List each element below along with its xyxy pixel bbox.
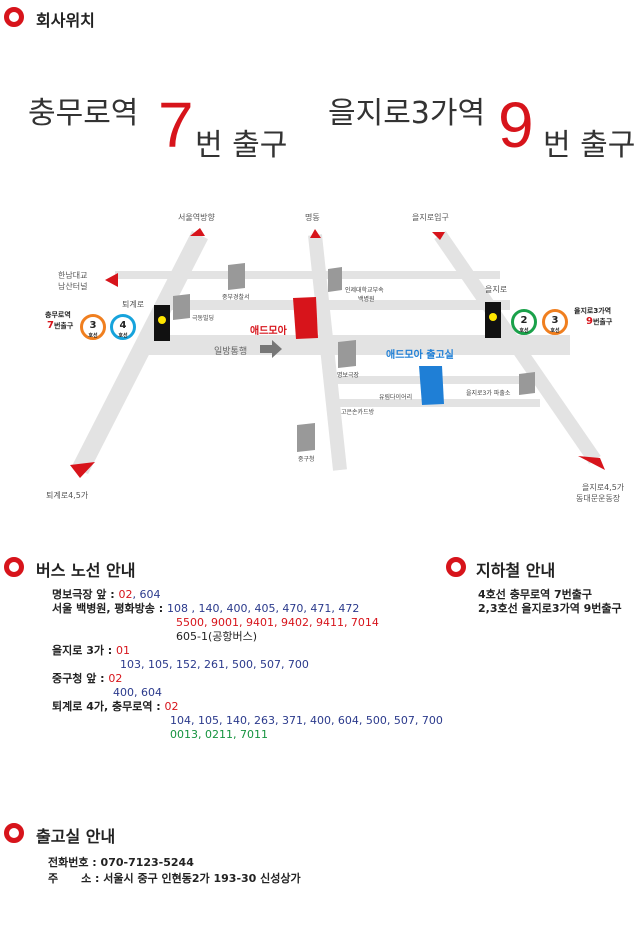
subway-line: 2,3호선 을지로3가역 9번출구 [478, 602, 622, 615]
label-hannam: 한남대교 [58, 271, 88, 280]
label-euljiro: 을지로 [485, 285, 508, 294]
label-toegyero45: 퇴계로4,5가 [46, 491, 89, 500]
map-roads [70, 228, 605, 478]
label-police-box: 을지로3가 파출소 [466, 390, 511, 397]
label-euljiro3-exit: 9번출구 [586, 316, 613, 327]
label-kukdong: 극동빌딩 [192, 315, 215, 322]
section-bullet-icon [4, 823, 24, 843]
building-icons [173, 263, 535, 452]
label-hospital: 인제대학교부속 [345, 287, 384, 294]
one-way-arrow-icon [260, 340, 282, 358]
bus-routes: 명보극장 앞 : 02, 604 서울 백병원, 평화방송 : 108 , 14… [52, 588, 443, 741]
station1-exit-label: 번 출구 [195, 128, 288, 163]
label-euljiro3: 을지로3가역 [574, 307, 612, 315]
label-myeongbo: 명보극장 [337, 372, 360, 379]
station2-exit-number: 9 [498, 89, 534, 161]
label-yurim: 유림다이어리 [379, 394, 413, 401]
station2-name: 을지로3가역 [328, 96, 486, 131]
label-hospital2: 백병원 [358, 296, 375, 303]
label-toegyero: 퇴계로 [122, 300, 145, 309]
bus-row: 서울 백병원, 평화방송 : 108 , 140, 400, 405, 470,… [52, 602, 360, 615]
label-admore-office: 애드모아 출고실 [386, 350, 454, 361]
office-address: 주 소 : 서울시 중구 인현동2가 193-30 신성상가 [48, 872, 301, 885]
bus-row: 중구청 앞 : 02 [52, 672, 123, 685]
subway-line: 4호선 충무로역 7번출구 [478, 588, 593, 601]
bus-row: 퇴계로 4가, 충무로역 : 02 [52, 700, 179, 713]
section-title-office: 출고실 안내 [36, 827, 116, 846]
bus-row: 을지로 3가 : 01 [52, 644, 131, 657]
section-title-bus: 버스 노선 안내 [36, 561, 136, 580]
label-chungmuro: 충무로역 [45, 311, 71, 319]
label-junggu: 중구청 [298, 456, 315, 463]
section-bullet-icon [4, 7, 24, 27]
label-chungmuro-exit: 7번출구 [47, 320, 74, 331]
section-title-subway: 지하철 안내 [476, 561, 556, 580]
label-seoul-station: 서울역방향 [178, 213, 215, 222]
station1-name: 충무로역 [28, 96, 139, 131]
label-dongdaemun: 동대문운동장 [576, 494, 621, 503]
label-oneway: 일방통행 [214, 347, 248, 357]
label-police: 중부경찰서 [222, 294, 250, 301]
section-title-location: 회사위치 [36, 11, 95, 30]
label-namsan: 남산터널 [58, 282, 88, 291]
traffic-signals [154, 302, 501, 341]
label-euljiro45: 을지로4,5가 [582, 483, 625, 492]
label-euljiro-entrance: 을지로입구 [412, 213, 449, 222]
direction-arrows [70, 228, 605, 478]
section-bullet-icon [446, 557, 466, 577]
station1-exit-number: 7 [158, 89, 194, 161]
office-phone: 전화번호 : 070-7123-5244 [48, 856, 194, 869]
station2-exit-label: 번 출구 [543, 128, 636, 163]
bus-row: 명보극장 앞 : 02, 604 [52, 588, 161, 601]
label-myeongdong: 명동 [305, 213, 320, 222]
label-admore: 애드모아 [250, 326, 287, 337]
label-goeun: 고은손카드방 [341, 409, 375, 416]
section-bullet-icon [4, 557, 24, 577]
